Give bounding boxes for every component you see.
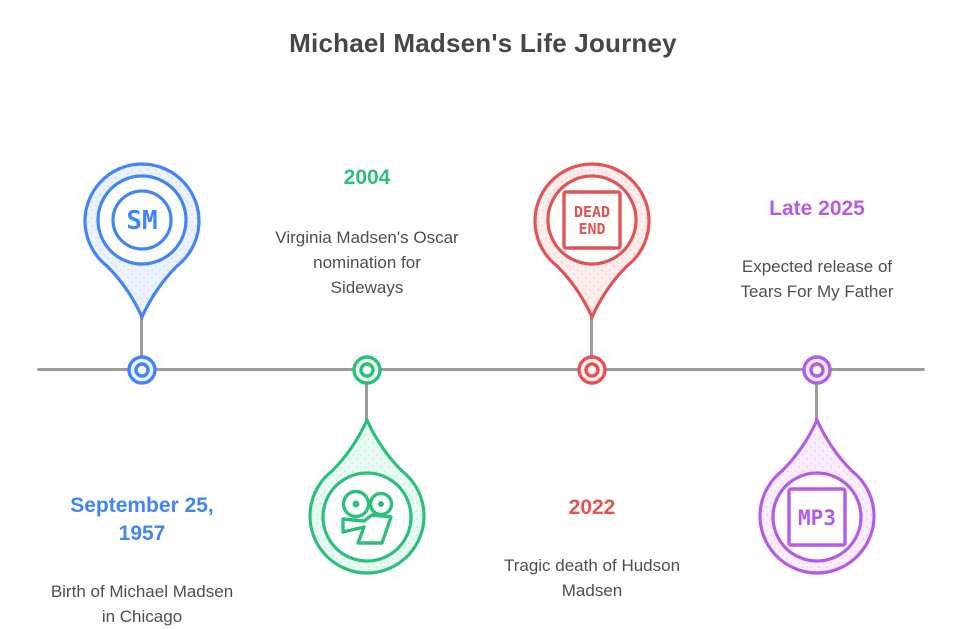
event-description: Expected release of Tears For My Father bbox=[740, 257, 894, 301]
event-description: Virginia Madsen's Oscar nomination for S… bbox=[275, 228, 459, 297]
timeline-axis bbox=[37, 368, 925, 371]
event-block-oscar: 2004 Virginia Madsen's Oscar nomination … bbox=[252, 146, 482, 318]
event-block-death: 2022 Tragic death of Hudson Madsen bbox=[477, 476, 707, 621]
connector-stem-death bbox=[590, 310, 593, 370]
movie-camera-icon bbox=[341, 489, 394, 545]
event-block-birth: September 25, 1957 Birth of Michael Mads… bbox=[32, 474, 252, 629]
dead-end-text-line2: END bbox=[578, 220, 605, 238]
event-description: Birth of Michael Madsen in Chicago bbox=[50, 582, 234, 626]
timeline-node-death bbox=[577, 355, 607, 385]
map-pin-marker-death: DEAD END bbox=[533, 162, 651, 320]
map-pin-marker-release: MP3 bbox=[758, 417, 876, 575]
mp3-box-icon: MP3 bbox=[787, 487, 847, 547]
connector-stem-oscar bbox=[365, 370, 368, 425]
connector-stem-birth bbox=[140, 310, 143, 370]
event-date: 2022 bbox=[568, 496, 616, 519]
page-title: Michael Madsen's Life Journey bbox=[289, 28, 677, 58]
dead-end-sign-icon: DEAD END bbox=[562, 190, 622, 250]
sm-badge-icon bbox=[111, 189, 173, 251]
sm-badge-text: SM bbox=[126, 206, 157, 236]
timeline-node-birth bbox=[127, 355, 157, 385]
event-date: Late 2025 bbox=[769, 197, 865, 220]
dead-end-text-line1: DEAD bbox=[574, 203, 610, 221]
event-block-release: Late 2025 Expected release of Tears For … bbox=[707, 177, 927, 322]
event-date: 2004 bbox=[343, 166, 391, 189]
event-description: Tragic death of Hudson Madsen bbox=[503, 556, 681, 600]
connector-stem-release bbox=[815, 370, 818, 425]
timeline-node-oscar bbox=[352, 355, 382, 385]
timeline-node-release bbox=[802, 355, 832, 385]
mp3-box-text: MP3 bbox=[798, 506, 836, 530]
map-pin-marker-birth: SM bbox=[83, 162, 201, 320]
event-date: September 25, 1957 bbox=[70, 494, 214, 545]
map-pin-marker-oscar bbox=[308, 417, 426, 575]
